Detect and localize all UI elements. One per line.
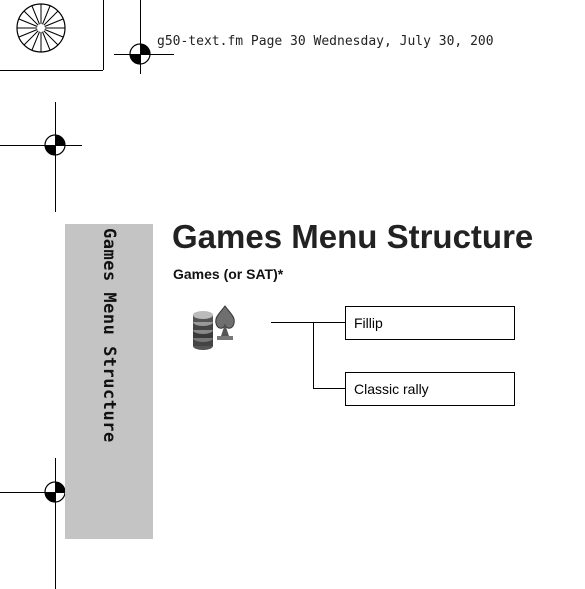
crop-mark-line [103, 0, 104, 70]
crop-mark-line [140, 0, 141, 74]
menu-item-classic-rally[interactable]: Classic rally [345, 372, 515, 406]
tree-connector [313, 388, 345, 389]
games-menu-icon [189, 302, 243, 354]
crop-mark-line [55, 458, 56, 589]
registration-wheel-icon [0, 0, 70, 70]
crop-mark-line [0, 492, 82, 493]
crop-mark-line [55, 102, 56, 212]
print-header: g50-text.fm Page 30 Wednesday, July 30, … [157, 34, 494, 49]
crop-mark-line [0, 70, 103, 71]
crop-mark-line [0, 145, 82, 146]
menu-item-fillip[interactable]: Fillip [345, 306, 515, 340]
tree-connector [313, 322, 314, 389]
side-tab [65, 224, 153, 539]
page-title: Games Menu Structure [172, 218, 534, 255]
tree-connector [271, 322, 345, 323]
crop-mark-line [114, 54, 174, 55]
side-tab-label: Games Menu Structure [99, 228, 119, 443]
menu-label: Games (or SAT)* [173, 266, 284, 282]
